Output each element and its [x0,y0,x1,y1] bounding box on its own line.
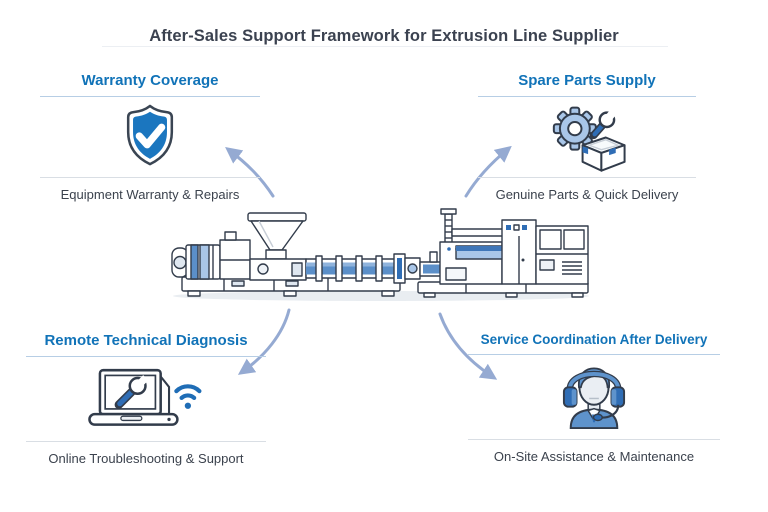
page-title: After-Sales Support Framework for Extrus… [149,27,619,46]
warranty-coverage-caption: Equipment Warranty & Repairs [40,177,260,202]
service-coordination-caption: On-Site Assistance & Maintenance [468,439,720,464]
shield-check-icon [40,97,260,177]
quadrant-service-coordination: Service Coordination After Delivery O [468,332,720,464]
spare-parts-heading: Spare Parts Supply [478,72,696,97]
service-coordination-heading: Service Coordination After Delivery [468,332,720,355]
quadrant-spare-parts-supply: Spare Parts Supply [478,72,696,202]
quadrant-remote-technical-diagnosis: Remote Technical Diagnosis Online Troubl… [26,332,266,466]
extrusion-line-illustration [166,202,596,302]
quadrant-warranty-coverage: Warranty Coverage Equipment Warranty & R… [40,72,260,202]
laptop-wrench-wifi-icon [26,357,266,441]
spare-parts-caption: Genuine Parts & Quick Delivery [478,177,696,202]
warranty-coverage-heading: Warranty Coverage [40,72,260,97]
remote-diagnosis-heading: Remote Technical Diagnosis [26,332,266,357]
title-divider [102,46,668,47]
remote-diagnosis-caption: Online Troubleshooting & Support [26,441,266,466]
support-agent-headset-icon [468,355,720,439]
gear-wrench-box-icon [478,97,696,177]
